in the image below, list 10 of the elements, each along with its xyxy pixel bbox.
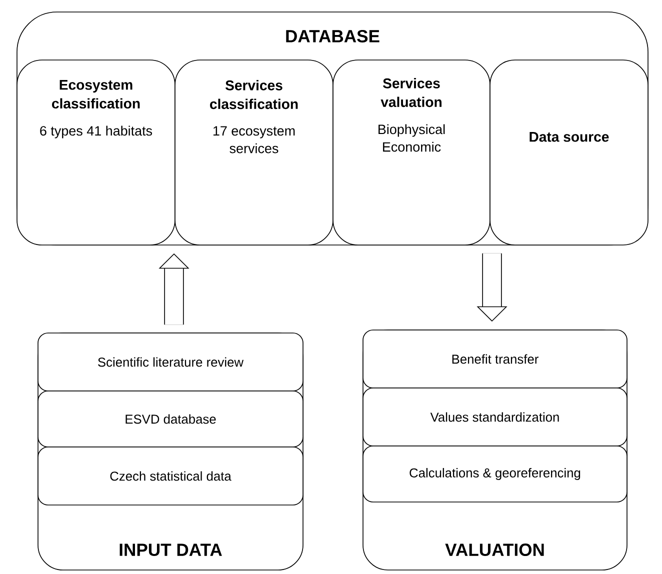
source-box: Values standardization (362, 388, 628, 446)
source-box: ESVD database (38, 390, 304, 448)
category-box: Services valuation Biophysical Economic (332, 60, 490, 246)
category-box: Services classification 17 ecosystem services (174, 60, 334, 246)
category-box: Data source (490, 60, 648, 246)
source-box: Czech statistical data (38, 446, 304, 506)
source-box: Calculations & georeferencing (362, 446, 628, 502)
category-box: Ecosystem classification 6 types 41 habitats (16, 60, 176, 246)
source-box: Scientific literature review (38, 332, 304, 392)
source-box: Benefit transfer (362, 330, 628, 388)
